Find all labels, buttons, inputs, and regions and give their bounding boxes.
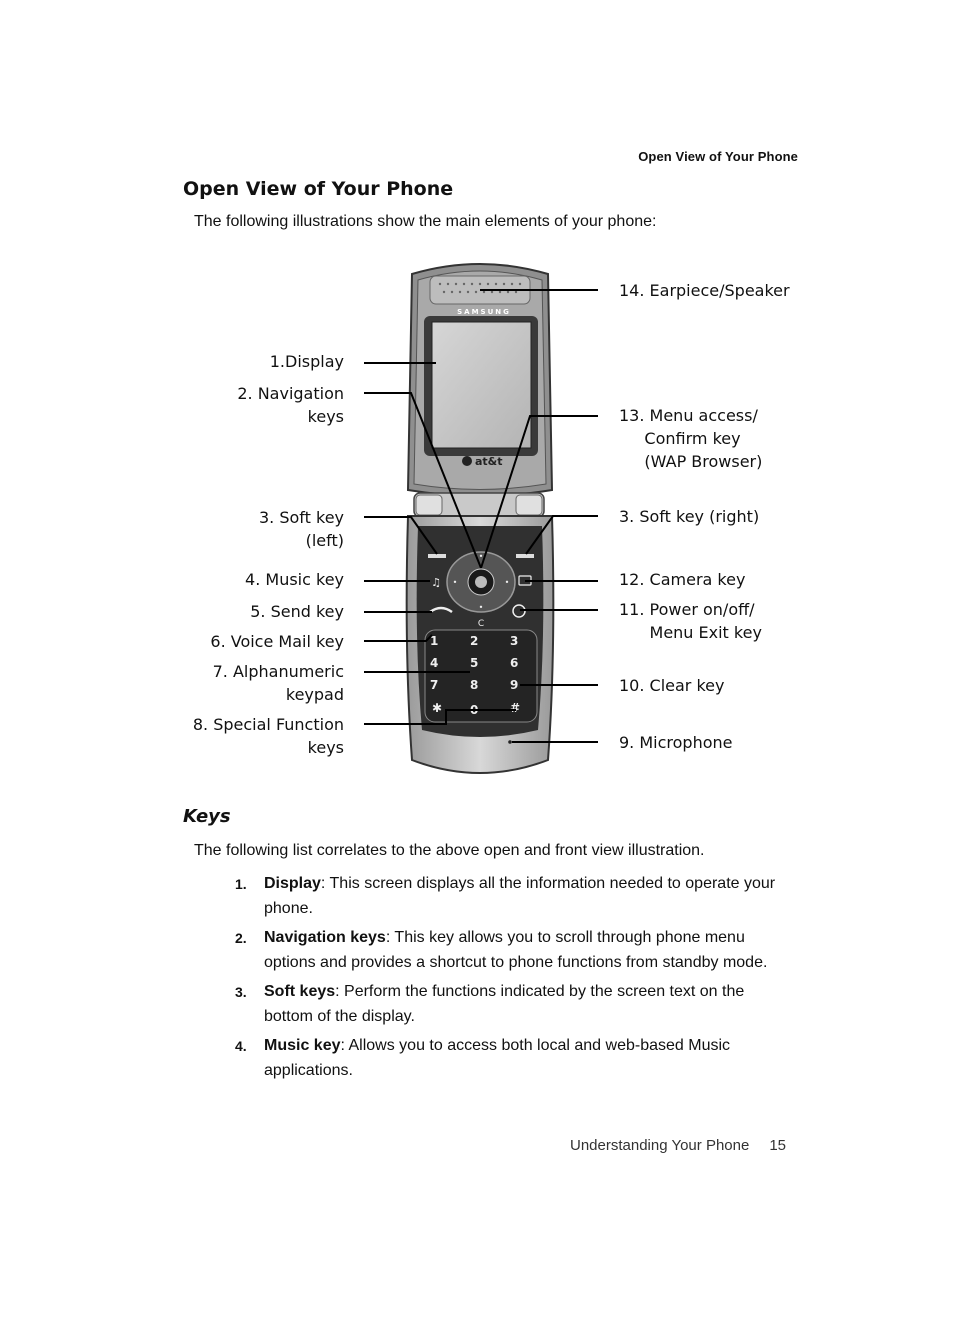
callout-microphone: 9. Microphone <box>619 733 733 752</box>
svg-text:✱: ✱ <box>432 701 442 715</box>
intro-text: The following illustrations show the mai… <box>194 213 657 230</box>
list-item: 4. Music key: Allows you to access both … <box>235 1034 795 1083</box>
callout-special-function-keys: 8. Special Function keys <box>192 715 344 757</box>
svg-text:8: 8 <box>470 678 478 692</box>
callout-clear-key: 10. Clear key <box>619 676 725 695</box>
callout-power-key: 11. Power on/off/ Menu Exit key <box>619 600 762 642</box>
callout-navigation-keys: 2. Navigation keys <box>237 384 344 426</box>
phone-figure: SAMSUNG at&t • • • • ♫ C 1 2 3 4 5 6 <box>0 250 954 790</box>
svg-text:•: • <box>479 552 484 561</box>
svg-text:4: 4 <box>430 656 438 670</box>
list-number: 1. <box>235 876 247 892</box>
list-number: 4. <box>235 1038 247 1054</box>
svg-text:6: 6 <box>510 656 518 670</box>
svg-text:•: • <box>453 578 458 587</box>
phone-illustration: SAMSUNG at&t • • • • ♫ C 1 2 3 4 5 6 <box>364 263 598 774</box>
key-description: : This key allows you to scroll through … <box>264 929 768 971</box>
page-footer: Understanding Your Phone 15 <box>570 1137 786 1154</box>
callout-voice-mail-key: 6. Voice Mail key <box>210 632 344 651</box>
list-number: 2. <box>235 930 247 946</box>
key-description: : Perform the functions indicated by the… <box>264 983 745 1025</box>
svg-text:♫: ♫ <box>431 576 441 589</box>
callout-send-key: 5. Send key <box>250 602 344 621</box>
carrier-logo: at&t <box>475 455 503 468</box>
brand-logo: SAMSUNG <box>457 308 511 316</box>
running-header: Open View of Your Phone <box>638 149 798 164</box>
page-number: 15 <box>769 1137 786 1154</box>
key-term: Display <box>264 875 321 892</box>
list-item: 3. Soft keys: Perform the functions indi… <box>235 980 795 1029</box>
list-item: 2. Navigation keys: This key allows you … <box>235 926 795 975</box>
key-term: Soft keys <box>264 983 336 1000</box>
svg-text:2: 2 <box>470 634 478 648</box>
svg-text:9: 9 <box>510 678 518 692</box>
keys-title: Keys <box>183 806 231 827</box>
footer-chapter: Understanding Your Phone <box>570 1137 750 1154</box>
key-description: : Allows you to access both local and we… <box>264 1037 731 1079</box>
svg-text:1: 1 <box>430 634 438 648</box>
key-term: Music key <box>264 1037 341 1054</box>
list-number: 3. <box>235 984 247 1000</box>
keys-intro: The following list correlates to the abo… <box>194 842 705 859</box>
callout-music-key: 4. Music key <box>245 570 344 589</box>
list-item: 1. Display: This screen displays all the… <box>235 872 795 921</box>
svg-text:•: • <box>479 603 484 612</box>
svg-text:7: 7 <box>430 678 438 692</box>
callout-earpiece-speaker: 14. Earpiece/Speaker <box>619 281 790 300</box>
svg-text:#: # <box>510 701 520 715</box>
svg-text:3: 3 <box>510 634 518 648</box>
microphone-dot <box>508 740 512 744</box>
callout-menu-access: 13. Menu access/ Confirm key (WAP Browse… <box>619 406 763 471</box>
section-title: Open View of Your Phone <box>183 178 454 200</box>
callout-alphanumeric-keypad: 7. Alphanumeric keypad <box>212 662 344 704</box>
callout-soft-key-right: 3. Soft key (right) <box>619 507 760 526</box>
callout-display: 1.Display <box>269 352 344 371</box>
display-screen <box>431 321 532 449</box>
keys-list: 1. Display: This screen displays all the… <box>235 872 795 1088</box>
svg-text:•: • <box>505 578 510 587</box>
callout-camera-key: 12. Camera key <box>619 570 746 589</box>
svg-text:5: 5 <box>470 656 478 670</box>
callout-soft-key-left: 3. Soft key (left) <box>258 508 344 550</box>
svg-text:C: C <box>478 619 484 629</box>
key-term: Navigation keys <box>264 929 386 946</box>
key-description: : This screen displays all the informati… <box>264 875 776 917</box>
